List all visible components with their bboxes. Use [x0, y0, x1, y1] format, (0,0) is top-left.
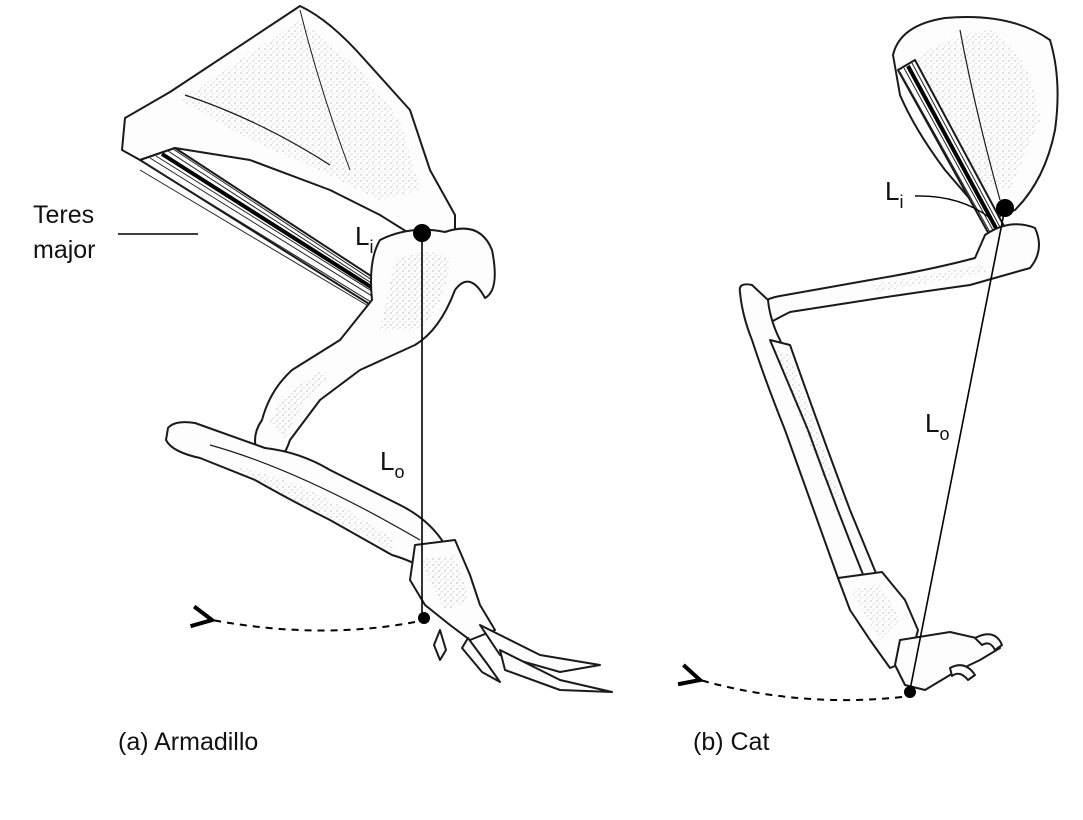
- cat-humerus: [747, 223, 1040, 331]
- cat-scapula: [892, 15, 1059, 221]
- cat-li-leader-line: [914, 195, 991, 219]
- armadillo-lo-label: Lo: [380, 446, 404, 482]
- cat-shoulder-pivot-dot: [996, 199, 1014, 217]
- cat-teres-major-muscle: [897, 59, 1006, 237]
- cat-dashed-arc-arrow: [700, 680, 903, 702]
- armadillo-caption: (a) Armadillo: [118, 728, 258, 756]
- armadillo-panel: Teres major Li Lo (a) Armadillo: [33, 5, 613, 756]
- armadillo-teres-major-muscle: [139, 147, 401, 314]
- cat-panel: Li Lo (b) Cat: [693, 15, 1059, 756]
- teres-major-label-line1: Teres: [33, 201, 94, 229]
- cat-li-label: Li: [885, 176, 903, 212]
- armadillo-humerus: [254, 227, 496, 465]
- armadillo-manus: [409, 539, 613, 693]
- armadillo-forearm: [165, 421, 446, 576]
- armadillo-shoulder-pivot-dot: [413, 224, 431, 242]
- cat-manus-contact-dot: [904, 686, 916, 698]
- armadillo-li-label: Li: [355, 221, 373, 257]
- cat-manus: [837, 571, 1003, 691]
- cat-forearm: [738, 283, 879, 586]
- cat-lo-label: Lo: [925, 408, 949, 444]
- teres-major-label-line2: major: [33, 236, 96, 264]
- cat-caption: (b) Cat: [693, 728, 769, 756]
- armadillo-manus-contact-dot: [418, 612, 430, 624]
- armadillo-scapula: [121, 5, 456, 241]
- armadillo-dashed-arc-arrow: [212, 620, 416, 632]
- cat-out-lever-line: [909, 207, 1006, 691]
